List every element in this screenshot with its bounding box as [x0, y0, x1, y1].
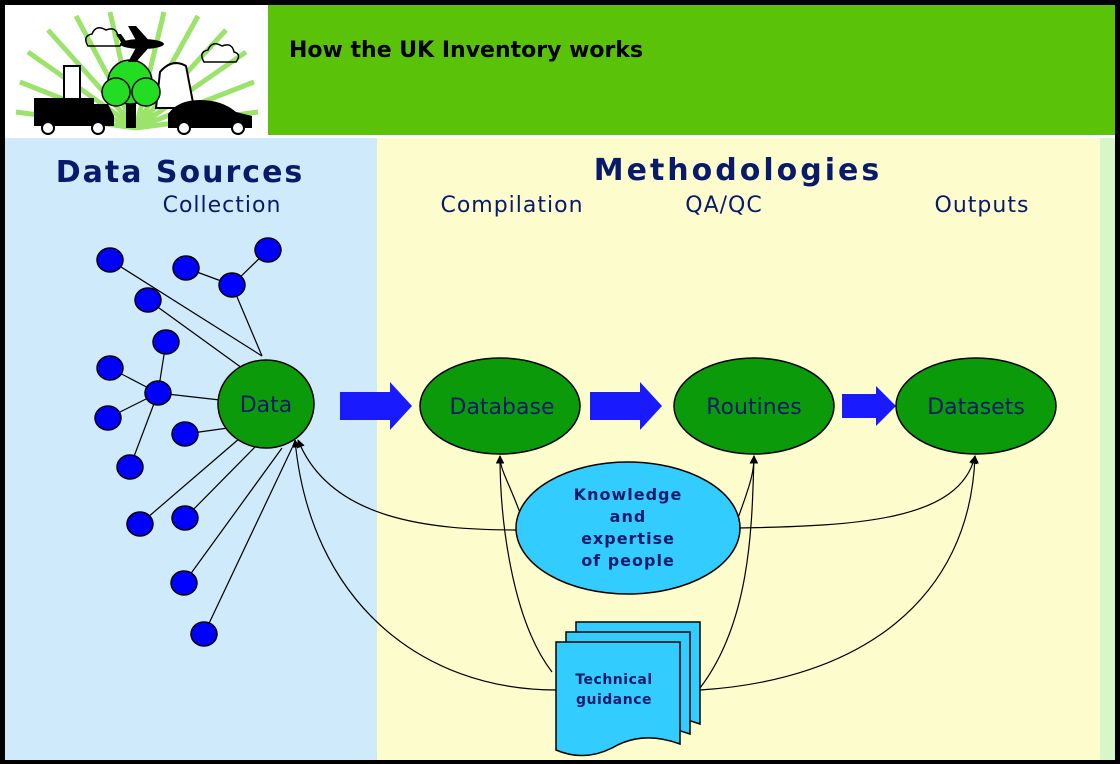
source-dot — [126, 511, 154, 537]
outputs-label: Outputs — [935, 193, 1030, 218]
knowledge-line-2: and — [610, 507, 647, 526]
qaqc-label: QA/QC — [685, 193, 762, 218]
source-dot — [190, 621, 218, 647]
source-dot — [171, 505, 199, 531]
node-routines: Routines — [673, 357, 835, 455]
node-datasets-label: Datasets — [927, 395, 1025, 420]
source-dot — [134, 287, 162, 313]
page-title: How the UK Inventory works — [289, 38, 643, 63]
knowledge-line-4: of people — [581, 551, 675, 570]
guidance-line-1: Technical — [575, 672, 652, 688]
logo-factory-icon — [63, 62, 196, 109]
source-dot — [96, 355, 124, 381]
knowledge-ellipse: Knowledge and expertise of people — [515, 461, 741, 595]
arrow-right-icon — [842, 386, 896, 426]
source-dot — [170, 570, 198, 596]
source-connector-lines — [107, 249, 293, 635]
node-database-label: Database — [450, 395, 555, 420]
feedback-connectors — [291, 439, 979, 691]
source-dot — [116, 454, 144, 480]
source-dot — [144, 380, 172, 406]
source-dot — [152, 329, 180, 355]
technical-guidance-documents: Technical guidance — [555, 621, 701, 757]
right-strip-panel — [1100, 138, 1115, 760]
header-title-area — [268, 5, 1115, 135]
logo-truck-icon — [34, 98, 114, 135]
source-dot — [171, 421, 199, 447]
document-icon — [555, 641, 681, 757]
node-routines-label: Routines — [706, 395, 801, 420]
collection-label: Collection — [163, 193, 282, 218]
logo-cloud-right-icon — [201, 43, 240, 63]
arrow-right-icon — [590, 382, 662, 430]
source-dot — [96, 247, 124, 273]
source-dot — [94, 405, 122, 431]
arrow-right-icon — [340, 382, 412, 430]
logo-car-icon — [168, 100, 252, 135]
source-dot — [172, 255, 200, 281]
knowledge-line-3: expertise — [581, 529, 675, 548]
compilation-label: Compilation — [440, 193, 583, 218]
data-sources-panel — [5, 138, 377, 760]
knowledge-line-1: Knowledge — [574, 485, 683, 504]
logo-tree-icon — [101, 59, 161, 128]
node-datasets: Datasets — [895, 357, 1057, 455]
methodologies-heading: Methodologies — [594, 153, 882, 188]
uk-inventory-logo — [14, 11, 260, 135]
node-data-label: Data — [240, 393, 293, 418]
guidance-line-2: guidance — [576, 692, 652, 708]
node-database: Database — [419, 357, 581, 455]
source-dot — [254, 237, 282, 263]
logo-cloud-left-icon — [85, 27, 124, 47]
source-dot — [218, 272, 246, 298]
node-data: Data — [217, 359, 315, 449]
data-sources-heading: Data Sources — [56, 155, 305, 190]
